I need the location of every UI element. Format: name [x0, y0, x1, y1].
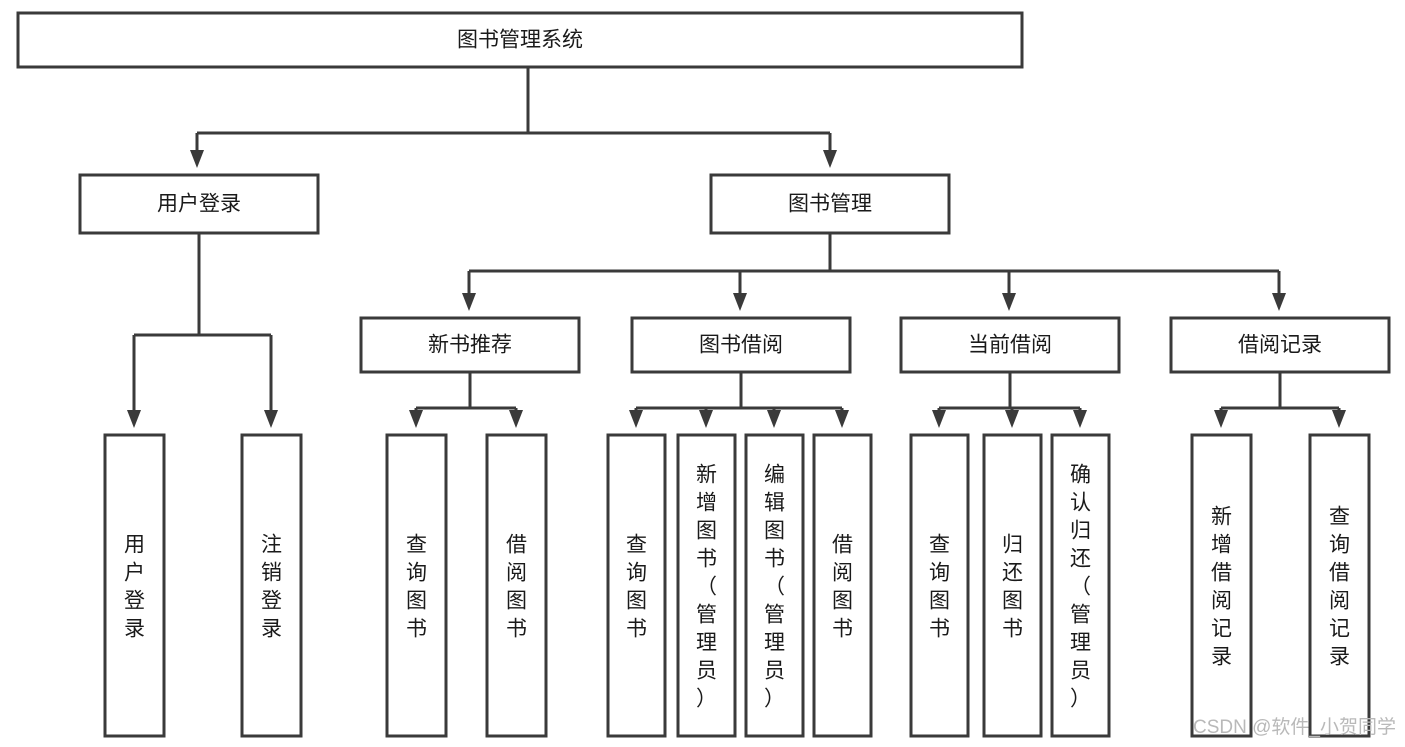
leaf-node[interactable]: 借阅图书 [812, 433, 873, 738]
level1-box[interactable] [78, 173, 320, 235]
leaf-label: 编辑图书（管理员） [764, 464, 785, 711]
leaf-node[interactable]: 新增借阅记录 [1190, 433, 1253, 738]
level1-node[interactable]: 图书管理 [709, 173, 951, 235]
leaf-label: 查询图书 [406, 534, 427, 641]
leaf-node[interactable]: 新增图书（管理员） [676, 433, 737, 738]
arrow-head-icon [1214, 410, 1228, 428]
arrow-head-icon [767, 410, 781, 428]
root-node[interactable]: 图书管理系统 [16, 11, 1024, 69]
level2-label: 当前借阅 [968, 334, 1052, 357]
level2-label: 新书推荐 [428, 334, 512, 357]
level2-box[interactable] [899, 316, 1121, 374]
leaf-label: 查询图书 [929, 534, 950, 641]
leaf-node[interactable]: 查询图书 [385, 433, 448, 738]
leaf-box[interactable] [103, 433, 166, 738]
leaf-node[interactable]: 归还图书 [982, 433, 1043, 738]
csdn-watermark: CSDN @软件_小贺同学 [1193, 716, 1396, 738]
arrow-head-icon [509, 410, 523, 428]
level2-node[interactable]: 新书推荐 [359, 316, 581, 374]
leaf-box[interactable] [606, 433, 667, 738]
leaf-box[interactable] [982, 433, 1043, 738]
leaf-node[interactable]: 查询图书 [606, 433, 667, 738]
arrow-head-icon [835, 410, 849, 428]
leaf-label: 用户登录 [124, 534, 145, 641]
arrow-head-icon [629, 410, 643, 428]
arrow-head-icon [1002, 293, 1016, 311]
leaf-box[interactable] [676, 433, 737, 738]
leaf-label: 注销登录 [261, 534, 282, 641]
leaf-box[interactable] [385, 433, 448, 738]
level2-box[interactable] [359, 316, 581, 374]
level1-box[interactable] [709, 173, 951, 235]
leaf-box[interactable] [1308, 433, 1371, 738]
connector-book-mgmt-to-level2 [462, 233, 1286, 311]
arrow-head-icon [823, 150, 837, 168]
level2-box[interactable] [1169, 316, 1391, 374]
leaf-label: 查询图书 [626, 534, 647, 641]
level2-box[interactable] [630, 316, 852, 374]
arrow-head-icon [1073, 410, 1087, 428]
leaf-label: 借阅图书 [832, 534, 853, 641]
leaf-node[interactable]: 确认归还（管理员） [1050, 433, 1111, 738]
connector-current-borrow-to-leaves [932, 372, 1087, 428]
level1-node[interactable]: 用户登录 [78, 173, 320, 235]
leaf-node[interactable]: 编辑图书（管理员） [744, 433, 805, 738]
arrow-head-icon [462, 293, 476, 311]
leaf-label: 确认归还（管理员） [1070, 464, 1091, 711]
connector-new-book-to-leaves [409, 372, 523, 428]
leaf-label: 新增借阅记录 [1211, 506, 1232, 669]
leaf-box[interactable] [812, 433, 873, 738]
root-label: 图书管理系统 [457, 29, 583, 52]
connector-user-login-to-leaves [127, 233, 278, 428]
arrow-head-icon [409, 410, 423, 428]
leaf-label: 归还图书 [1002, 534, 1023, 641]
level2-label: 图书借阅 [699, 334, 783, 357]
root-box[interactable] [16, 11, 1024, 69]
arrow-head-icon [264, 410, 278, 428]
level2-node[interactable]: 图书借阅 [630, 316, 852, 374]
leaf-node[interactable]: 注销登录 [240, 433, 303, 738]
leaf-label: 查询借阅记录 [1329, 506, 1350, 669]
level2-label: 借阅记录 [1238, 334, 1322, 357]
arrow-head-icon [1332, 410, 1346, 428]
connector-borrow-record-to-leaves [1214, 372, 1346, 428]
leaf-box[interactable] [744, 433, 805, 738]
arrow-head-icon [699, 410, 713, 428]
level2-node[interactable]: 当前借阅 [899, 316, 1121, 374]
leaf-box[interactable] [909, 433, 970, 738]
arrow-head-icon [733, 293, 747, 311]
connectors-layer [127, 67, 1346, 428]
leaf-box[interactable] [1190, 433, 1253, 738]
level1-label: 用户登录 [157, 193, 241, 216]
leaf-label: 借阅图书 [506, 534, 527, 641]
leaf-node[interactable]: 查询借阅记录 [1308, 433, 1371, 738]
level1-label: 图书管理 [788, 193, 872, 216]
arrow-head-icon [190, 150, 204, 168]
arrow-head-icon [1272, 293, 1286, 311]
nodes-layer: 图书管理系统用户登录图书管理新书推荐图书借阅当前借阅借阅记录用户登录注销登录查询… [16, 11, 1391, 738]
leaf-label: 新增图书（管理员） [696, 464, 717, 711]
leaf-box[interactable] [485, 433, 548, 738]
connector-book-borrow-to-leaves [629, 372, 849, 428]
arrow-head-icon [932, 410, 946, 428]
arrow-head-icon [1005, 410, 1019, 428]
level2-node[interactable]: 借阅记录 [1169, 316, 1391, 374]
leaf-node[interactable]: 借阅图书 [485, 433, 548, 738]
arrow-head-icon [127, 410, 141, 428]
leaf-box[interactable] [240, 433, 303, 738]
leaf-box[interactable] [1050, 433, 1111, 738]
leaf-node[interactable]: 查询图书 [909, 433, 970, 738]
connector-root-to-level1 [190, 67, 837, 168]
leaf-node[interactable]: 用户登录 [103, 433, 166, 738]
